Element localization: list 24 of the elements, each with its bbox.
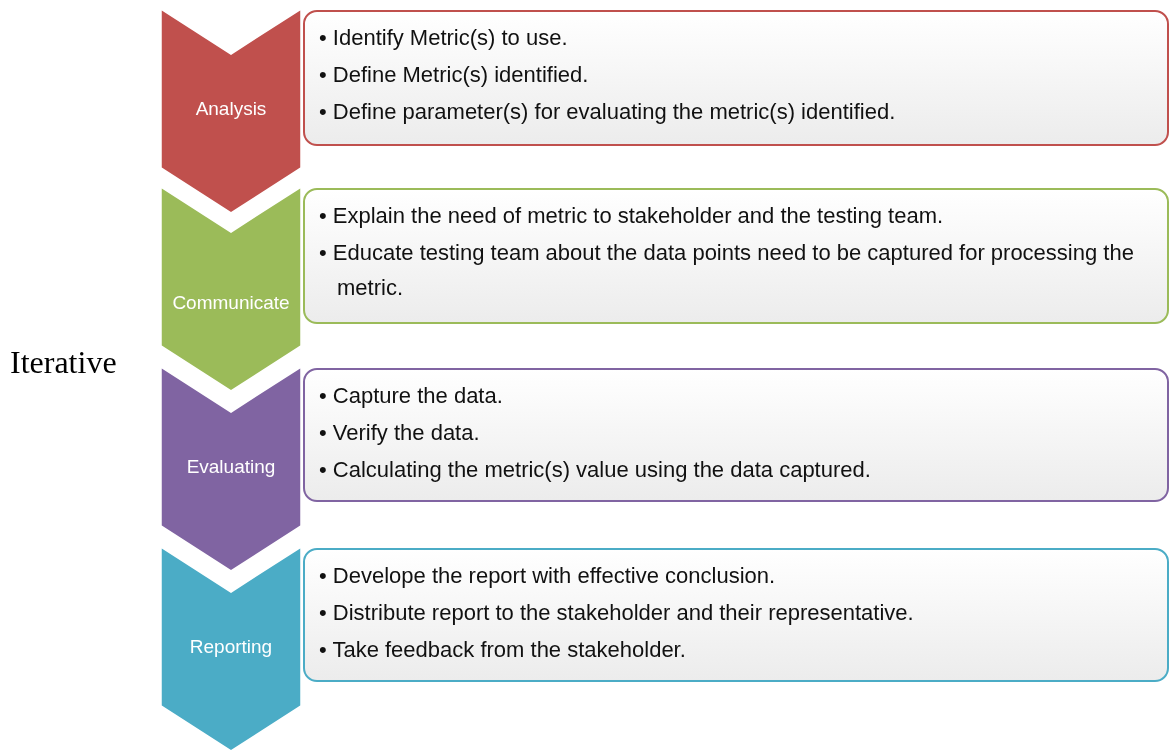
text-panel: [303, 188, 1169, 324]
step-label: Communicate: [171, 292, 291, 314]
bullet-item: • Educate testing team about the data points need to be captured for processing the metric.: [319, 239, 1135, 302]
bullet-item: • Take feedback from the stakeholder.: [319, 636, 687, 664]
chevron-step: [160, 8, 302, 214]
text-panel: [303, 368, 1169, 502]
bullet-item: • Define parameter(s) for evaluating the metric(s) identified.: [319, 98, 897, 126]
bullet-item: • Calculating the metric(s) value using the data captured.: [319, 456, 872, 484]
text-panel: [303, 548, 1169, 682]
text-panel: [303, 10, 1169, 146]
bullet-item: • Identify Metric(s) to use.: [319, 24, 569, 52]
chevron-step: [160, 366, 302, 572]
step-label: Reporting: [188, 636, 274, 658]
bullet-item: • Verify the data.: [319, 419, 481, 447]
chevron-step: [160, 546, 302, 752]
step-label: Analysis: [194, 98, 268, 120]
chevron-step: [160, 186, 302, 392]
side-label: Iterative: [10, 344, 117, 381]
step-label: Evaluating: [185, 456, 277, 478]
bullet-item: • Capture the data.: [319, 382, 504, 410]
bullet-item: • Distribute report to the stakeholder and their representative.: [319, 599, 915, 627]
bullet-item: • Explain the need of metric to stakeholder and the testing team.: [319, 202, 945, 230]
bullet-item: • Develope the report with effective conclusion.: [319, 562, 777, 590]
bullet-item: • Define Metric(s) identified.: [319, 61, 590, 89]
